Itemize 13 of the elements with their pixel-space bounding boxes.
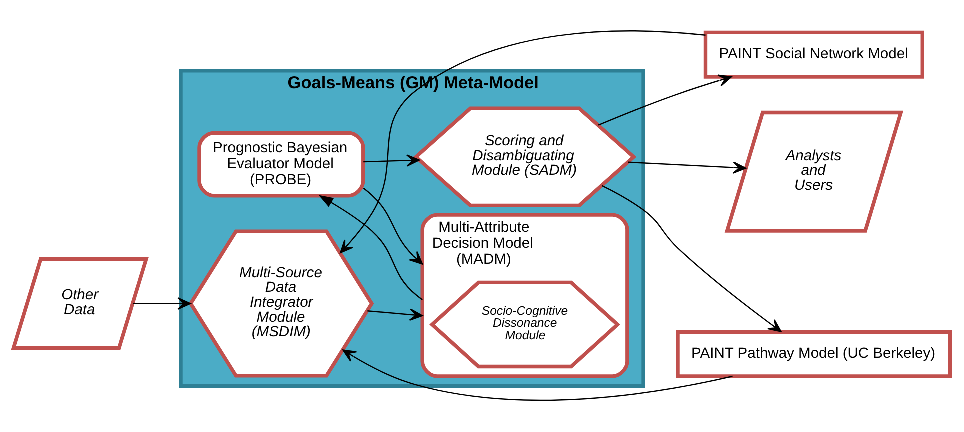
arrow bbox=[598, 74, 732, 126]
arrow bbox=[363, 188, 424, 265]
arrow bbox=[368, 308, 424, 321]
arrow bbox=[133, 298, 192, 310]
node-box: Prognostic Bayesian Evaluator Model (PROBE) bbox=[198, 131, 366, 198]
arrow bbox=[602, 185, 782, 332]
arrow bbox=[340, 30, 706, 254]
arrow bbox=[628, 162, 747, 174]
node-box: PAINT Social Network Model bbox=[704, 30, 924, 79]
arrow bbox=[342, 350, 733, 401]
arrow bbox=[318, 195, 423, 300]
node-box: PAINT Pathway Model (UC Berkeley) bbox=[676, 330, 952, 378]
arrow bbox=[364, 154, 420, 167]
